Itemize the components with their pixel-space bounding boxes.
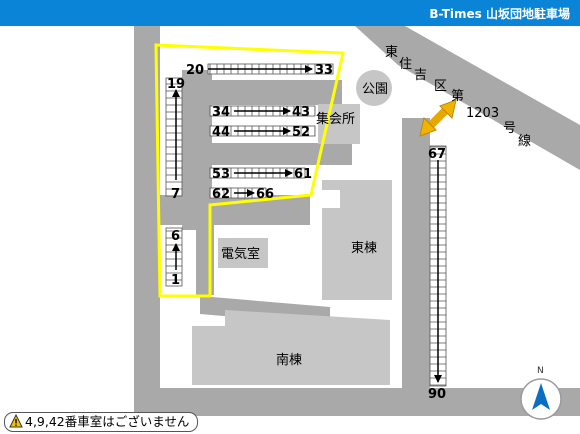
road-char-7: 号 [503,121,516,136]
electric-room-building [218,238,268,268]
row-label-90: 90 [428,387,446,402]
road-name-label: 東 住 吉 区 第 1203 号 線 [385,44,531,149]
row-label-66: 66 [256,187,274,202]
meeting-hall-label: 集会所 [316,111,355,127]
row-label-6: 6 [171,229,180,244]
row-label-34: 34 [212,105,230,120]
row-label-33: 33 [315,63,333,78]
row-label-67: 67 [428,147,446,162]
stall-strip-6-1 [165,227,183,287]
header-bar: B-Times 山坂団地駐車場 [0,0,580,26]
row-label-1: 1 [171,273,180,288]
direction-arrows [172,65,442,383]
road-char-3: 吉 [414,68,427,83]
row-label-19: 19 [167,77,185,92]
row-label-53: 53 [212,167,230,182]
electric-room-label: 電気室 [221,246,260,262]
road-char-5: 第 [451,89,464,104]
north-compass-icon: N [520,366,562,420]
header-title: B-Times 山坂団地駐車場 [429,7,570,21]
row-label-62: 62 [212,187,230,202]
roads [134,26,580,416]
warning-triangle-icon [9,414,23,428]
rental-area-boundary [154,43,345,298]
park-label: 公園 [362,82,388,97]
place-labels: 公園 集会所 電気室 東棟 南棟 [221,82,388,368]
notice-text: 4,9,42番車室はございません [25,414,190,429]
inner-row-road-1 [182,80,342,105]
row-label-7: 7 [171,187,180,202]
east-building-label: 東棟 [351,240,377,256]
row-label-20: 20 [186,63,204,78]
south-road [134,388,580,416]
double-arrow-entrance-icon [419,99,457,137]
inner-row-road-2 [182,143,352,165]
park-area [356,70,392,106]
stall-strip-19-7 [165,77,183,197]
east-sumiyoshi-road [355,26,580,170]
east-building [322,180,392,300]
row-label-44: 44 [212,125,230,140]
road-char-4: 区 [434,79,447,94]
road-char-6: 1203 [466,106,499,121]
road-char-2: 住 [399,57,412,72]
road-char-8: 線 [518,133,531,149]
east-road [402,118,430,416]
compass-north-label: N [537,366,544,376]
road-char-1: 東 [385,44,398,60]
south-building-label: 南棟 [276,352,302,368]
south-building [192,310,390,385]
notice-badge: 4,9,42番車室はございません [4,412,199,432]
row-label-52: 52 [292,125,310,140]
row-label-43: 43 [292,105,310,120]
row-number-labels: 20 33 34 43 44 52 53 61 62 66 19 7 6 1 6… [167,63,446,402]
row-label-61: 61 [294,167,312,182]
